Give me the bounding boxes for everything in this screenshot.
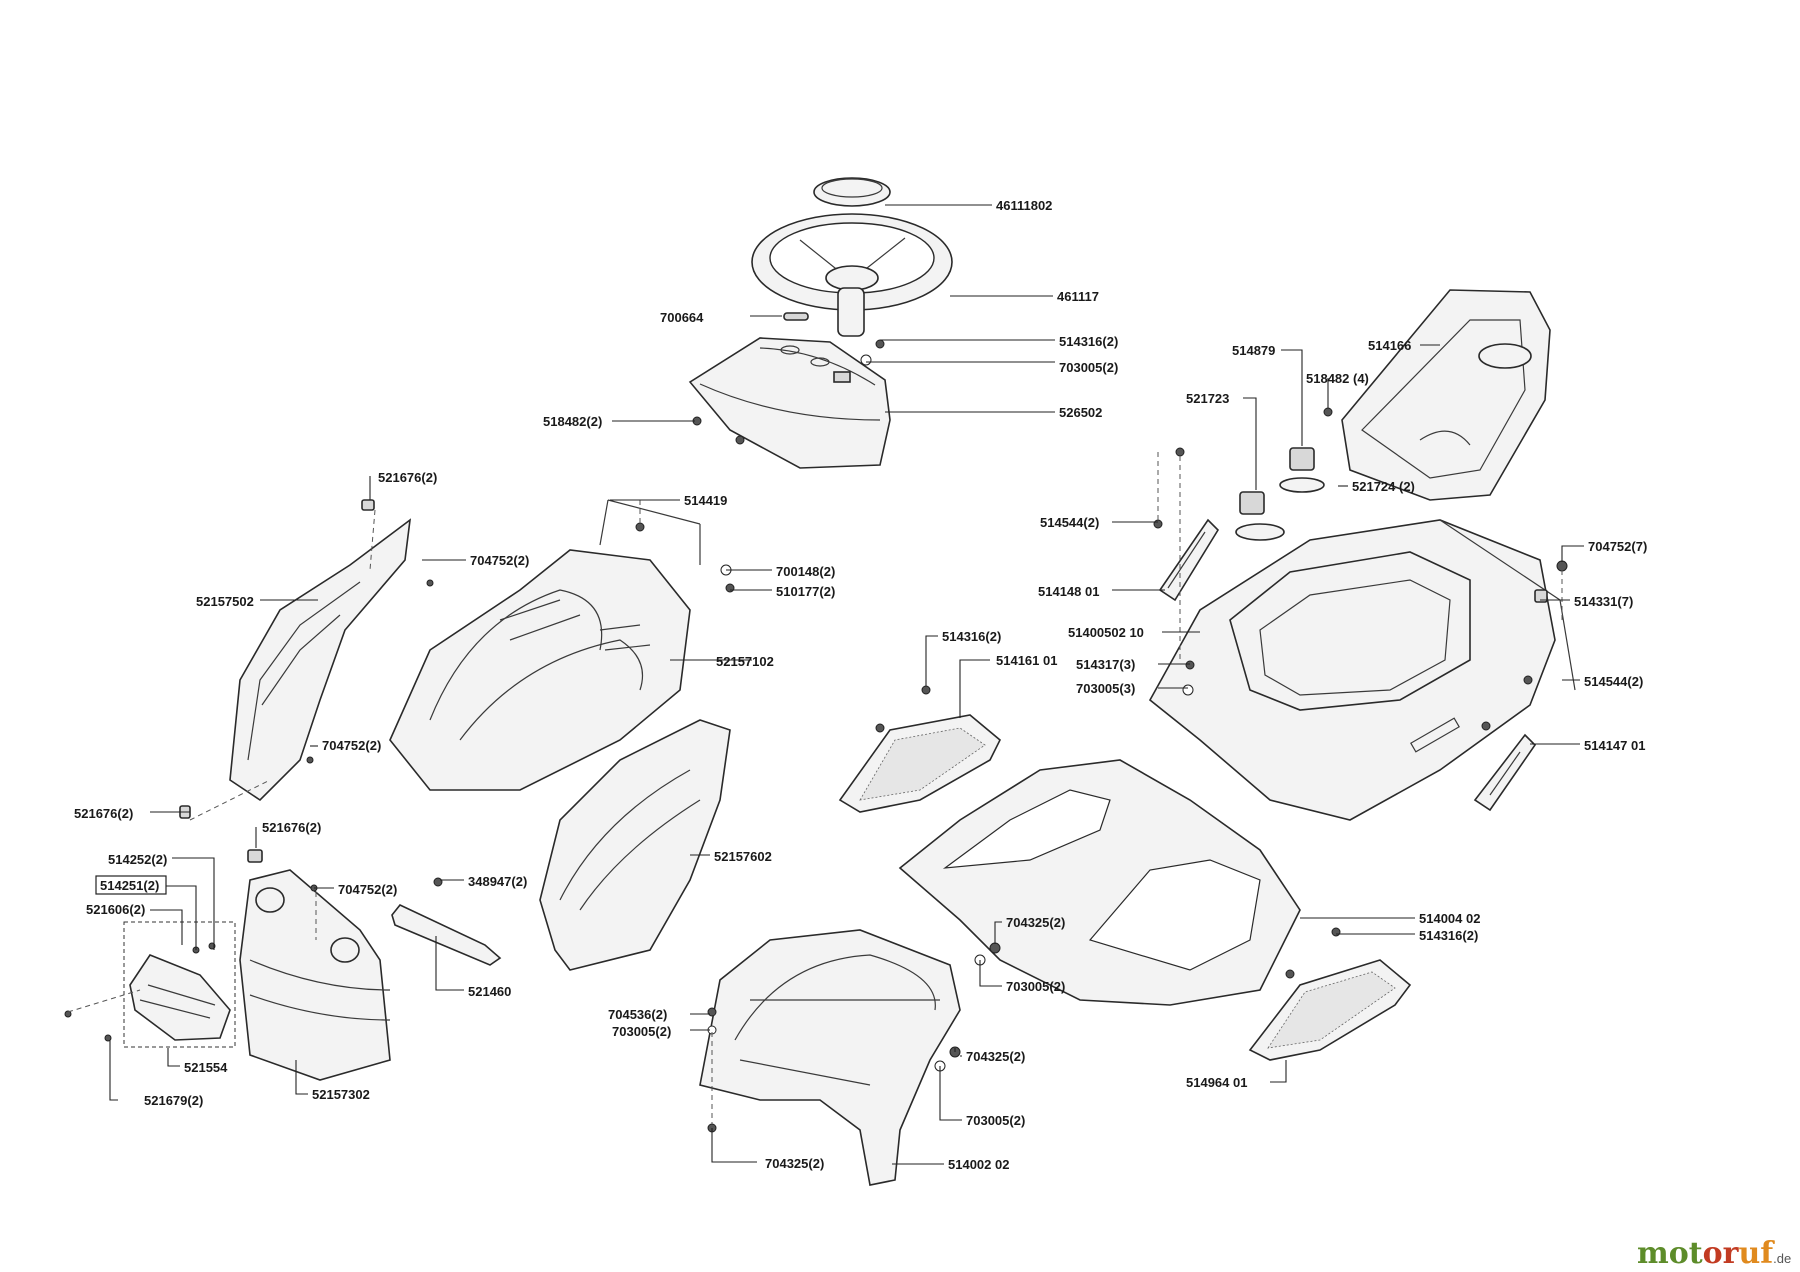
footboard-514964 <box>1248 959 1412 1061</box>
label-703005-d: 703005(2) <box>966 1113 1025 1128</box>
label-514544-a: 514544(2) <box>1040 515 1099 530</box>
steering-wheel-cap <box>813 177 891 207</box>
label-514251: 514251(2) <box>100 878 159 893</box>
label-514331: 514331(7) <box>1574 594 1633 609</box>
label-700148: 700148(2) <box>776 564 835 579</box>
rear-body-51400502 <box>1148 519 1576 821</box>
label-518482-b: 518482 (4) <box>1306 371 1369 386</box>
label-514161: 514161 01 <box>996 653 1057 668</box>
label-518482-a: 518482(2) <box>543 414 602 429</box>
side-panel-514147 <box>1473 733 1537 812</box>
hood-52157102 <box>389 549 691 791</box>
front-grille-52157302 <box>239 869 391 1081</box>
front-body-514002 <box>699 929 961 1186</box>
part-labels: 46111802 461117 700664 514316(2) 703005(… <box>74 198 1647 1172</box>
label-703005-e: 703005(3) <box>1076 681 1135 696</box>
rear-clip-514331 <box>1534 589 1548 603</box>
label-510177: 510177(2) <box>776 584 835 599</box>
footboard-514161 <box>838 714 1001 813</box>
side-panel-514148 <box>1158 518 1220 602</box>
label-704325-c: 704325(2) <box>765 1156 824 1171</box>
label-514964: 514964 01 <box>1186 1075 1247 1090</box>
fender-left-52157502 <box>229 518 412 802</box>
floor-pan-514004 <box>898 759 1301 1006</box>
label-52157102: 52157102 <box>716 654 774 669</box>
label-514252: 514252(2) <box>108 852 167 867</box>
label-521460: 521460 <box>468 984 511 999</box>
label-704752-d: 704752(7) <box>1588 539 1647 554</box>
assembly-guides <box>67 452 1563 1124</box>
label-704752-c: 704752(2) <box>338 882 397 897</box>
leader-lines <box>109 204 1584 1165</box>
label-514544-b: 514544(2) <box>1584 674 1643 689</box>
motoruf-logo: motoruf.de <box>1637 1236 1792 1271</box>
label-52157502: 52157502 <box>196 594 254 609</box>
label-348947: 348947(2) <box>468 874 527 889</box>
label-521724: 521724 (2) <box>1352 479 1415 494</box>
label-704325-a: 704325(2) <box>1006 915 1065 930</box>
label-521679: 521679(2) <box>144 1093 203 1108</box>
label-703005-a: 703005(2) <box>1059 360 1118 375</box>
label-526502: 526502 <box>1059 405 1102 420</box>
label-703005-c: 703005(2) <box>1006 979 1065 994</box>
hood-bolt-plate <box>599 499 701 565</box>
label-704536: 704536(2) <box>608 1007 667 1022</box>
dashboard-cover <box>688 337 891 469</box>
steering-wheel <box>751 213 953 337</box>
label-514002: 514002 02 <box>948 1157 1009 1172</box>
label-514317: 514317(3) <box>1076 657 1135 672</box>
label-703005-b: 703005(2) <box>612 1024 671 1039</box>
label-521723: 521723 <box>1186 391 1229 406</box>
label-514419: 514419 <box>684 493 727 508</box>
label-box-514251 <box>95 875 167 895</box>
label-52157602: 52157602 <box>714 849 772 864</box>
fender-right-52157602 <box>539 719 731 971</box>
seat <box>1341 289 1551 501</box>
label-521554: 521554 <box>184 1060 228 1075</box>
label-514879: 514879 <box>1232 343 1275 358</box>
label-514166: 514166 <box>1368 338 1411 353</box>
switch-521723 <box>1235 491 1285 541</box>
label-51400502: 51400502 10 <box>1068 625 1144 640</box>
label-514148: 514148 01 <box>1038 584 1099 599</box>
label-704752-a: 704752(2) <box>470 553 529 568</box>
label-521676-c: 521676(2) <box>262 820 321 835</box>
label-514316-c: 514316(2) <box>1419 928 1478 943</box>
label-514316-b: 514316(2) <box>942 629 1001 644</box>
label-514147: 514147 01 <box>1584 738 1645 753</box>
seat-adjust-handle <box>1279 447 1325 493</box>
label-514004: 514004 02 <box>1419 911 1480 926</box>
label-700664: 700664 <box>660 310 704 325</box>
label-704325-b: 704325(2) <box>966 1049 1025 1064</box>
label-704752-b: 704752(2) <box>322 738 381 753</box>
label-46111802: 46111802 <box>996 198 1052 213</box>
headlight-521554 <box>129 954 231 1041</box>
bracket-521460 <box>391 904 502 966</box>
label-461117: 461117 <box>1057 289 1099 304</box>
label-514316-a: 514316(2) <box>1059 334 1118 349</box>
label-52157302: 52157302 <box>312 1087 370 1102</box>
steering-pin <box>783 312 809 321</box>
label-521676-b: 521676(2) <box>74 806 133 821</box>
label-521676-a: 521676(2) <box>378 470 437 485</box>
label-521606: 521606(2) <box>86 902 145 917</box>
